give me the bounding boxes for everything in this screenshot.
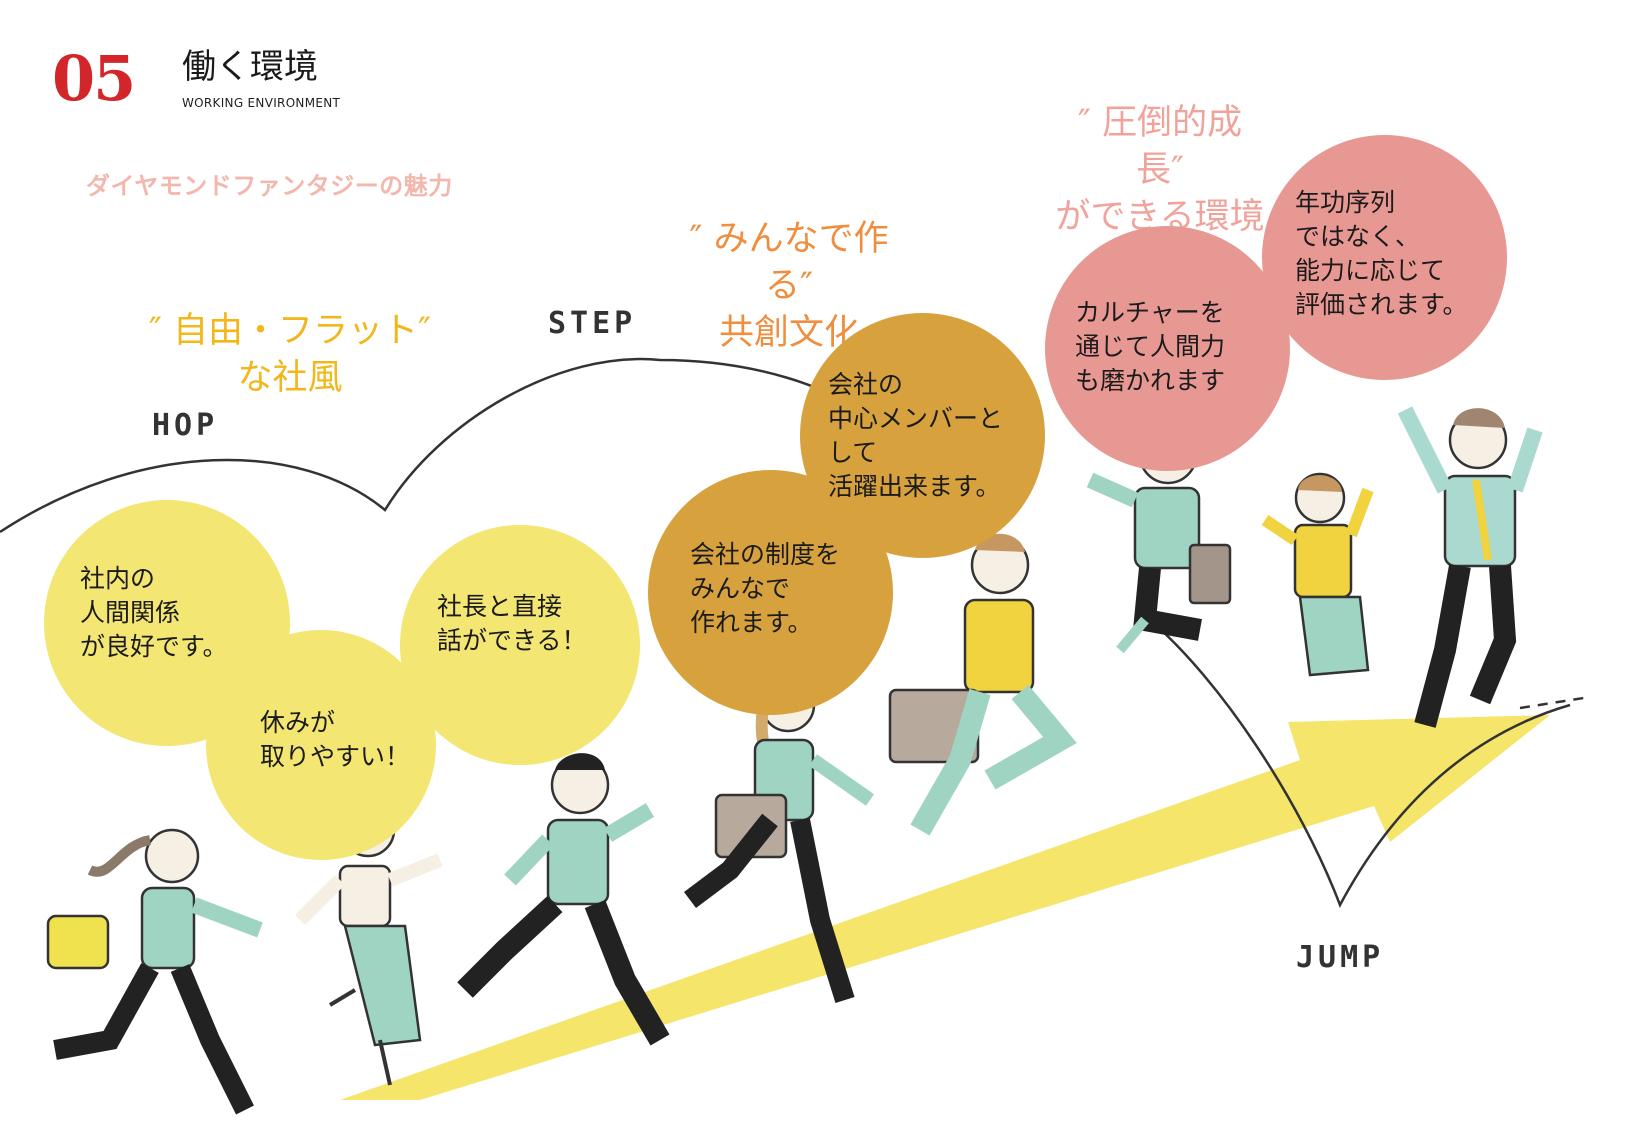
bubble-merit-text: 年功序列 ではなく、 能力に応じて 評価されます。 bbox=[1295, 188, 1468, 319]
bubble-holidays bbox=[206, 630, 436, 860]
person-figure bbox=[457, 753, 670, 1046]
stage-label-hop: HOP bbox=[152, 408, 219, 443]
stage-label-step: STEP bbox=[548, 306, 637, 341]
bubble-president-text: 社長と直接 話ができる！ bbox=[437, 592, 587, 655]
bubble-system-text: 会社の制度を みんなで 作れます。 bbox=[690, 540, 841, 637]
page-subtitle: ダイヤモンドファンタジーの魅力 bbox=[86, 172, 453, 200]
hop-step-jump-curve bbox=[0, 357, 861, 534]
tagline-hop: ″ 自由・フラット″ な社風 bbox=[148, 311, 432, 398]
tagline-jump: ″ 圧倒的成 長″ ができる環境 bbox=[1055, 103, 1265, 237]
bubble-culture-text: カルチャーを 通じて人間力 も磨かれます bbox=[1075, 298, 1226, 395]
section-number: 05 bbox=[52, 42, 136, 115]
section-title-english: WORKING ENVIRONMENT bbox=[182, 96, 341, 110]
bubble-core bbox=[800, 313, 1045, 558]
person-figure bbox=[888, 533, 1077, 836]
bubble-culture bbox=[1045, 226, 1290, 471]
section-title: 働く環境 bbox=[182, 47, 318, 87]
stage-label-jump: JUMP bbox=[1296, 940, 1385, 975]
bubble-core-text: 会社の 中心メンバーと して 活躍出来ます。 bbox=[828, 370, 1004, 501]
jump-curve bbox=[1149, 619, 1571, 909]
bubble-merit bbox=[1262, 135, 1507, 380]
bubble-relations-text: 社内の 人間関係 が良好です。 bbox=[80, 564, 228, 661]
person-figure bbox=[1397, 406, 1543, 728]
tagline-step: ″ みんなで作 る″ 共創文化 bbox=[689, 219, 889, 353]
person-figure bbox=[46, 828, 263, 1115]
person-figure bbox=[1261, 472, 1374, 677]
bubble-holidays-text: 休みが 取りやすい！ bbox=[260, 708, 411, 771]
bubble-president bbox=[400, 525, 640, 765]
